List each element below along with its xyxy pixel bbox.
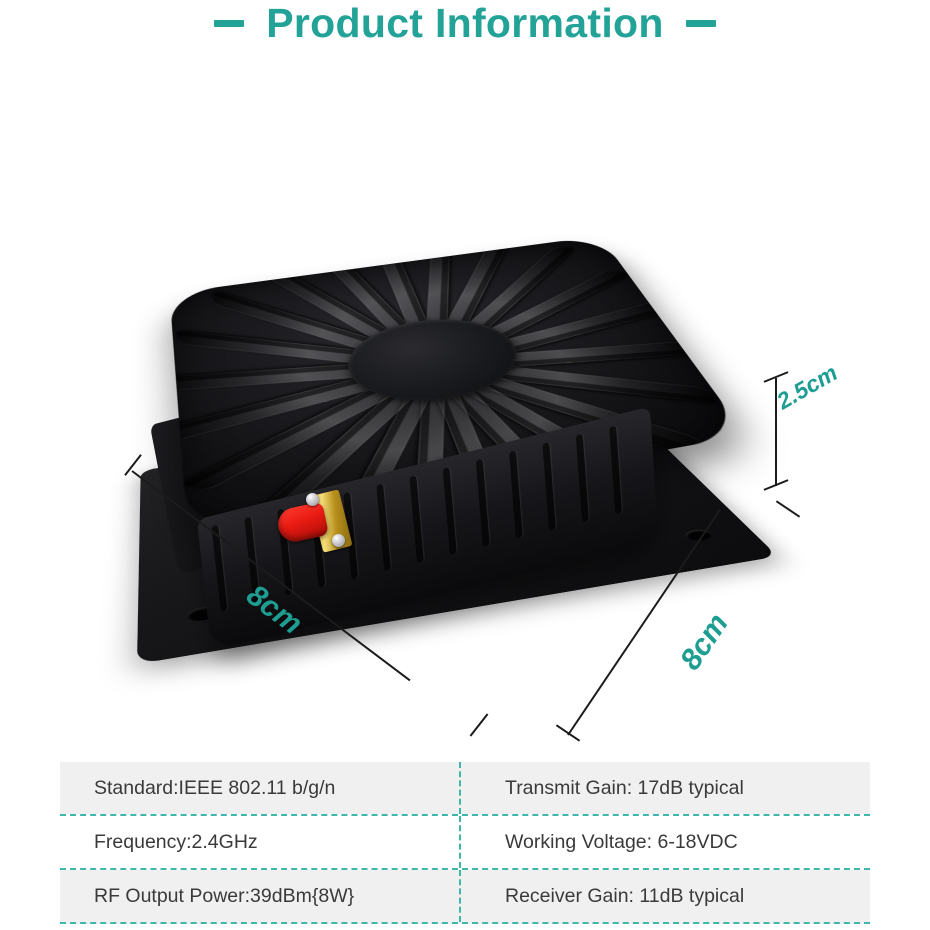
sma-screw xyxy=(332,534,345,547)
specifications-table: Standard:IEEE 802.11 b/g/n Transmit Gain… xyxy=(60,762,870,924)
dimension-line-height xyxy=(775,378,777,486)
skirt-groove xyxy=(509,450,523,539)
dimension-tick xyxy=(555,724,581,742)
skirt-groove xyxy=(542,442,556,531)
dimension-tick xyxy=(469,713,489,737)
skirt-groove xyxy=(409,475,424,564)
skirt-groove xyxy=(609,425,623,515)
title-dash-left-icon xyxy=(214,19,245,27)
spec-cell-left: RF Output Power:39dBm{8W} xyxy=(94,884,355,907)
spec-cell-right: Receiver Gain: 11dB typical xyxy=(459,870,870,922)
product-photo: 2.5cm 8cm 8cm xyxy=(0,60,930,750)
skirt-groove xyxy=(575,433,589,523)
sma-connector xyxy=(274,489,372,560)
spec-cell-left: Standard:IEEE 802.11 b/g/n xyxy=(94,776,336,799)
skirt-groove xyxy=(475,458,490,548)
title-dash-right-icon xyxy=(685,19,716,27)
spec-cell-right: Transmit Gain: 17dB typical xyxy=(459,762,870,814)
sma-screw xyxy=(306,493,319,506)
spec-cell-right: Working Voltage: 6-18VDC xyxy=(459,816,870,868)
skirt-groove xyxy=(442,466,457,556)
dimension-tick xyxy=(775,500,801,518)
table-row: Frequency:2.4GHz Working Voltage: 6-18VD… xyxy=(60,814,870,870)
skirt-groove xyxy=(376,483,392,572)
table-row: RF Output Power:39dBm{8W} Receiver Gain:… xyxy=(60,870,870,924)
dimension-label-height: 2.5cm xyxy=(772,359,842,415)
page-title-bar: Product Information xyxy=(0,0,930,52)
table-row: Standard:IEEE 802.11 b/g/n Transmit Gain… xyxy=(60,762,870,814)
spec-cell-left: Frequency:2.4GHz xyxy=(94,830,258,853)
dimension-label-width-right: 8cm xyxy=(673,607,735,676)
page-title: Product Information xyxy=(266,0,664,46)
